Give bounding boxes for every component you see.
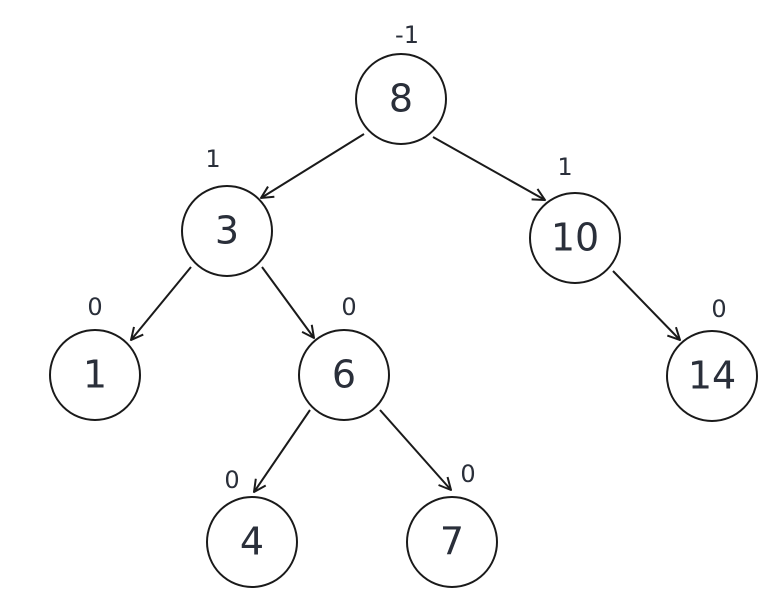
node-value: 3: [215, 209, 239, 253]
tree-node: 7 0: [406, 460, 498, 588]
node-value: 6: [332, 353, 356, 397]
balance-factor: 1: [557, 153, 572, 181]
node-circle: [298, 329, 390, 421]
balance-factor: -1: [395, 21, 419, 49]
balance-factor: 0: [87, 293, 102, 321]
balance-factor: 0: [224, 466, 239, 494]
node-value: 1: [83, 353, 107, 397]
node-value: 4: [240, 520, 264, 564]
node-circle: [49, 329, 141, 421]
node-value: 8: [389, 77, 413, 121]
edge-6-7: [379, 409, 451, 490]
node-circle: [666, 330, 758, 422]
node-value: 7: [440, 520, 464, 564]
node-circle: [529, 192, 621, 284]
node-circle: [181, 185, 273, 277]
tree-node: 4 0: [206, 466, 298, 588]
node-value: 14: [688, 354, 736, 398]
tree-node: 8 -1: [355, 21, 447, 145]
balance-factor: 1: [205, 145, 220, 173]
edge-3-1: [131, 266, 192, 340]
edge-10-14: [612, 270, 680, 340]
node-circle: [206, 496, 298, 588]
edge-3-6: [261, 266, 314, 338]
node-circle: [355, 53, 447, 145]
tree-node: 10 1: [529, 153, 621, 284]
tree-node: 14 0: [666, 295, 758, 422]
edges: [131, 133, 680, 492]
edge-6-4: [254, 409, 311, 492]
balance-factor: 0: [460, 460, 475, 488]
node-circle: [406, 496, 498, 588]
balance-factor: 0: [341, 293, 356, 321]
tree-node: 3 1: [181, 145, 273, 277]
tree-node: 6 0: [298, 293, 390, 421]
tree-node: 1 0: [49, 293, 141, 421]
balance-factor: 0: [711, 295, 726, 323]
edge-8-3: [261, 133, 365, 198]
node-value: 10: [551, 216, 599, 260]
edge-8-10: [432, 136, 545, 200]
